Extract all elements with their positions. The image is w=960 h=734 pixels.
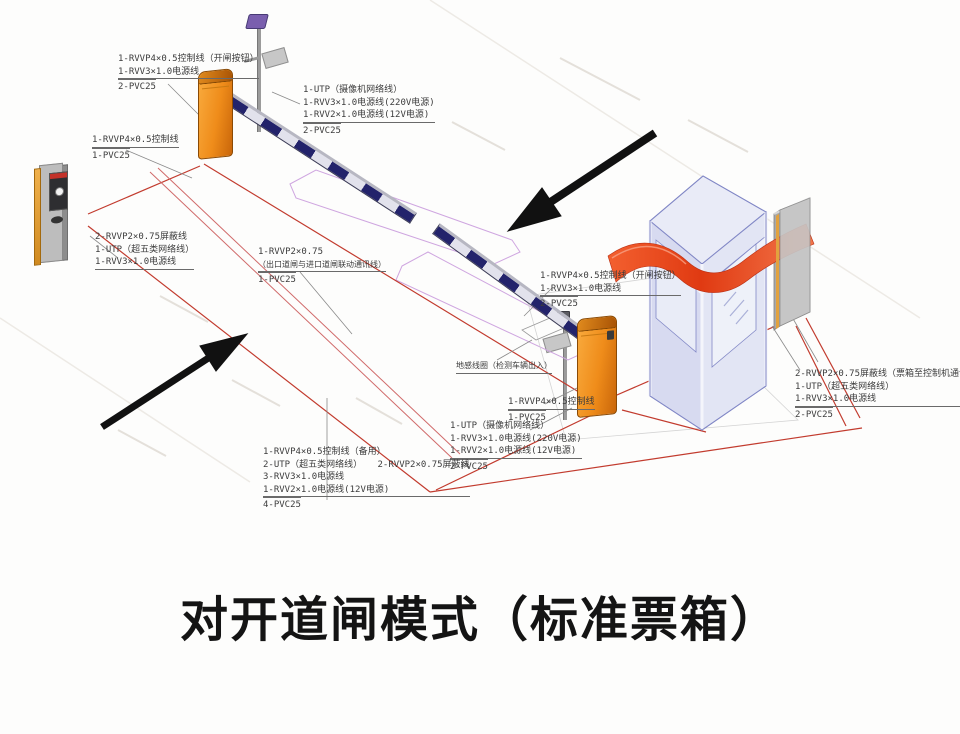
exit-arrow-head	[199, 333, 249, 372]
entry-arrow-shaft	[546, 129, 658, 207]
conduit-label: 2-PVC25	[795, 406, 833, 422]
exit-arrow-shaft	[100, 354, 212, 430]
cable-label: 1-UTP（超五类网络线）	[795, 381, 895, 392]
label-group-entry-camera-cables: 1-UTP（摄像机网络线） 1-RVV3×1.0电源线(220V电源) 1-RV…	[303, 84, 435, 137]
entry-ticket-machine	[34, 162, 68, 266]
label-group-exit-gate-cables: 1-RVVP4×0.5控制线（开闸按钮） 1-RVV3×1.0电源线 2-PVC…	[540, 270, 681, 311]
conduit-label: 1-PVC25	[258, 272, 296, 287]
cable-label: 1-RVVP4×0.5控制线（开闸按钮）	[118, 54, 259, 64]
cable-label: 1-UTP（超五类网络线）	[95, 244, 195, 255]
cable-label: 2-RVVP2×0.75屏蔽线（票箱至控制机通讯线）	[795, 369, 960, 379]
cable-label: 1-UTP（摄像机网络线）	[450, 421, 550, 431]
cable-label: 1-RVV3×1.0电源线	[540, 283, 681, 296]
cable-label: 1-RVVP4×0.5控制线	[508, 396, 595, 410]
conduit-label: 1-PVC25	[92, 147, 130, 163]
ticket-slot	[51, 215, 63, 224]
entry-camera-pole	[257, 26, 261, 132]
cable-note: （出口道闸与进口道闸联动通讯线）	[258, 259, 386, 272]
cable-label: 2-UTP（超五类网络线）	[263, 459, 363, 470]
cable-label: 1-RVV2×1.0电源线(12V电源)	[263, 484, 470, 497]
cable-label: 1-RVV3×1.0电源线	[795, 393, 960, 407]
guard-booth	[648, 175, 768, 431]
conduit-label: 2-PVC25	[450, 458, 488, 474]
cable-label: 2-RVVP2×0.75屏蔽线	[95, 232, 188, 242]
label-group-trunk-cables: 1-RVVP4×0.5控制线（备用） 2-UTP（超五类网络线） 2-RVVP2…	[263, 446, 470, 512]
cable-label: 1-RVV3×1.0电源线(220V电源)	[303, 97, 435, 108]
label-group-booth-cables: 2-RVVP2×0.75屏蔽线（票箱至控制机通讯线） 1-UTP（超五类网络线）…	[795, 368, 960, 421]
label-group-interlock-cable: 1-RVVP2×0.75 （出口道闸与进口道闸联动通讯线） 1-PVC25	[258, 246, 386, 287]
conduit-label: 4-PVC25	[263, 497, 301, 512]
ticket-machine-front	[39, 162, 68, 264]
cable-label: 1-RVVP4×0.5控制线	[92, 134, 179, 148]
diagram-title: 对开道闸模式（标准票箱）	[179, 594, 780, 647]
exit-camera-pole	[563, 320, 567, 420]
road-markings	[0, 0, 921, 483]
entry-arrow-head	[506, 187, 562, 232]
cable-label-row: 2-UTP（超五类网络线） 2-RVVP2×0.75屏蔽线	[263, 459, 470, 472]
label-group-entry-gate-conduit: 1-RVVP4×0.5控制线 1-PVC25	[92, 134, 179, 162]
cable-label: 1-RVV2×1.0电源线(12V电源)	[450, 445, 582, 459]
intercom-button	[55, 186, 64, 197]
conduit-label: 2-PVC25	[540, 296, 578, 311]
ribbon-highlight	[611, 245, 687, 265]
label-group-entry-gate-cables: 1-RVVP4×0.5控制线（开闸按钮） 1-RVV3×1.0电源线 2-PVC…	[118, 53, 259, 94]
cable-label: 1-RVV3×1.0电源线	[95, 256, 195, 270]
cable-label: 1-UTP（摄像机网络线）	[303, 85, 403, 95]
label-group-exit-camera-cables: 1-UTP（摄像机网络线） 1-RVV3×1.0电源线(220V电源) 1-RV…	[450, 420, 582, 473]
cable-label: 1-RVV3×1.0电源线(220V电源)	[450, 433, 582, 444]
conduit-label: 2-PVC25	[118, 79, 156, 94]
cable-label: 3-RVV3×1.0电源线	[263, 472, 345, 482]
label-ground-loop: 地感线圈（检测车辆出入）	[456, 360, 552, 374]
island-entry	[289, 169, 521, 265]
direction-arrows	[100, 129, 658, 430]
ground-loop-label: 地感线圈（检测车辆出入）	[456, 360, 552, 374]
conduit-label: 2-PVC25	[303, 122, 341, 138]
cable-label: 1-RVVP4×0.5控制线（备用）	[263, 447, 386, 457]
ticket-machine-screen	[49, 171, 68, 212]
cable-label: 1-RVV2×1.0电源线(12V电源)	[303, 109, 435, 123]
cable-label: 2-RVVP2×0.75屏蔽线	[377, 459, 470, 470]
post-antenna	[607, 330, 614, 340]
gate2-zone-outline	[525, 277, 799, 441]
conduit-label: 1-PVC25	[508, 409, 546, 425]
cable-label: 1-RVVP2×0.75	[258, 247, 324, 257]
label-group-ticket-machine-cables: 2-RVVP2×0.75屏蔽线 1-UTP（超五类网络线） 1-RVV3×1.0…	[95, 231, 195, 270]
cable-label: 1-RVV3×1.0电源线	[118, 66, 259, 79]
screen-red-band	[50, 172, 67, 180]
ticket-machine-orange-strip	[34, 168, 41, 266]
rear-panel-front-edge	[779, 197, 811, 327]
red-wiring	[87, 163, 863, 493]
cable-label: 1-RVVP4×0.5控制线（开闸按钮）	[540, 271, 681, 281]
label-group-exit-gate-conduit: 1-RVVP4×0.5控制线 1-PVC25	[508, 396, 595, 424]
